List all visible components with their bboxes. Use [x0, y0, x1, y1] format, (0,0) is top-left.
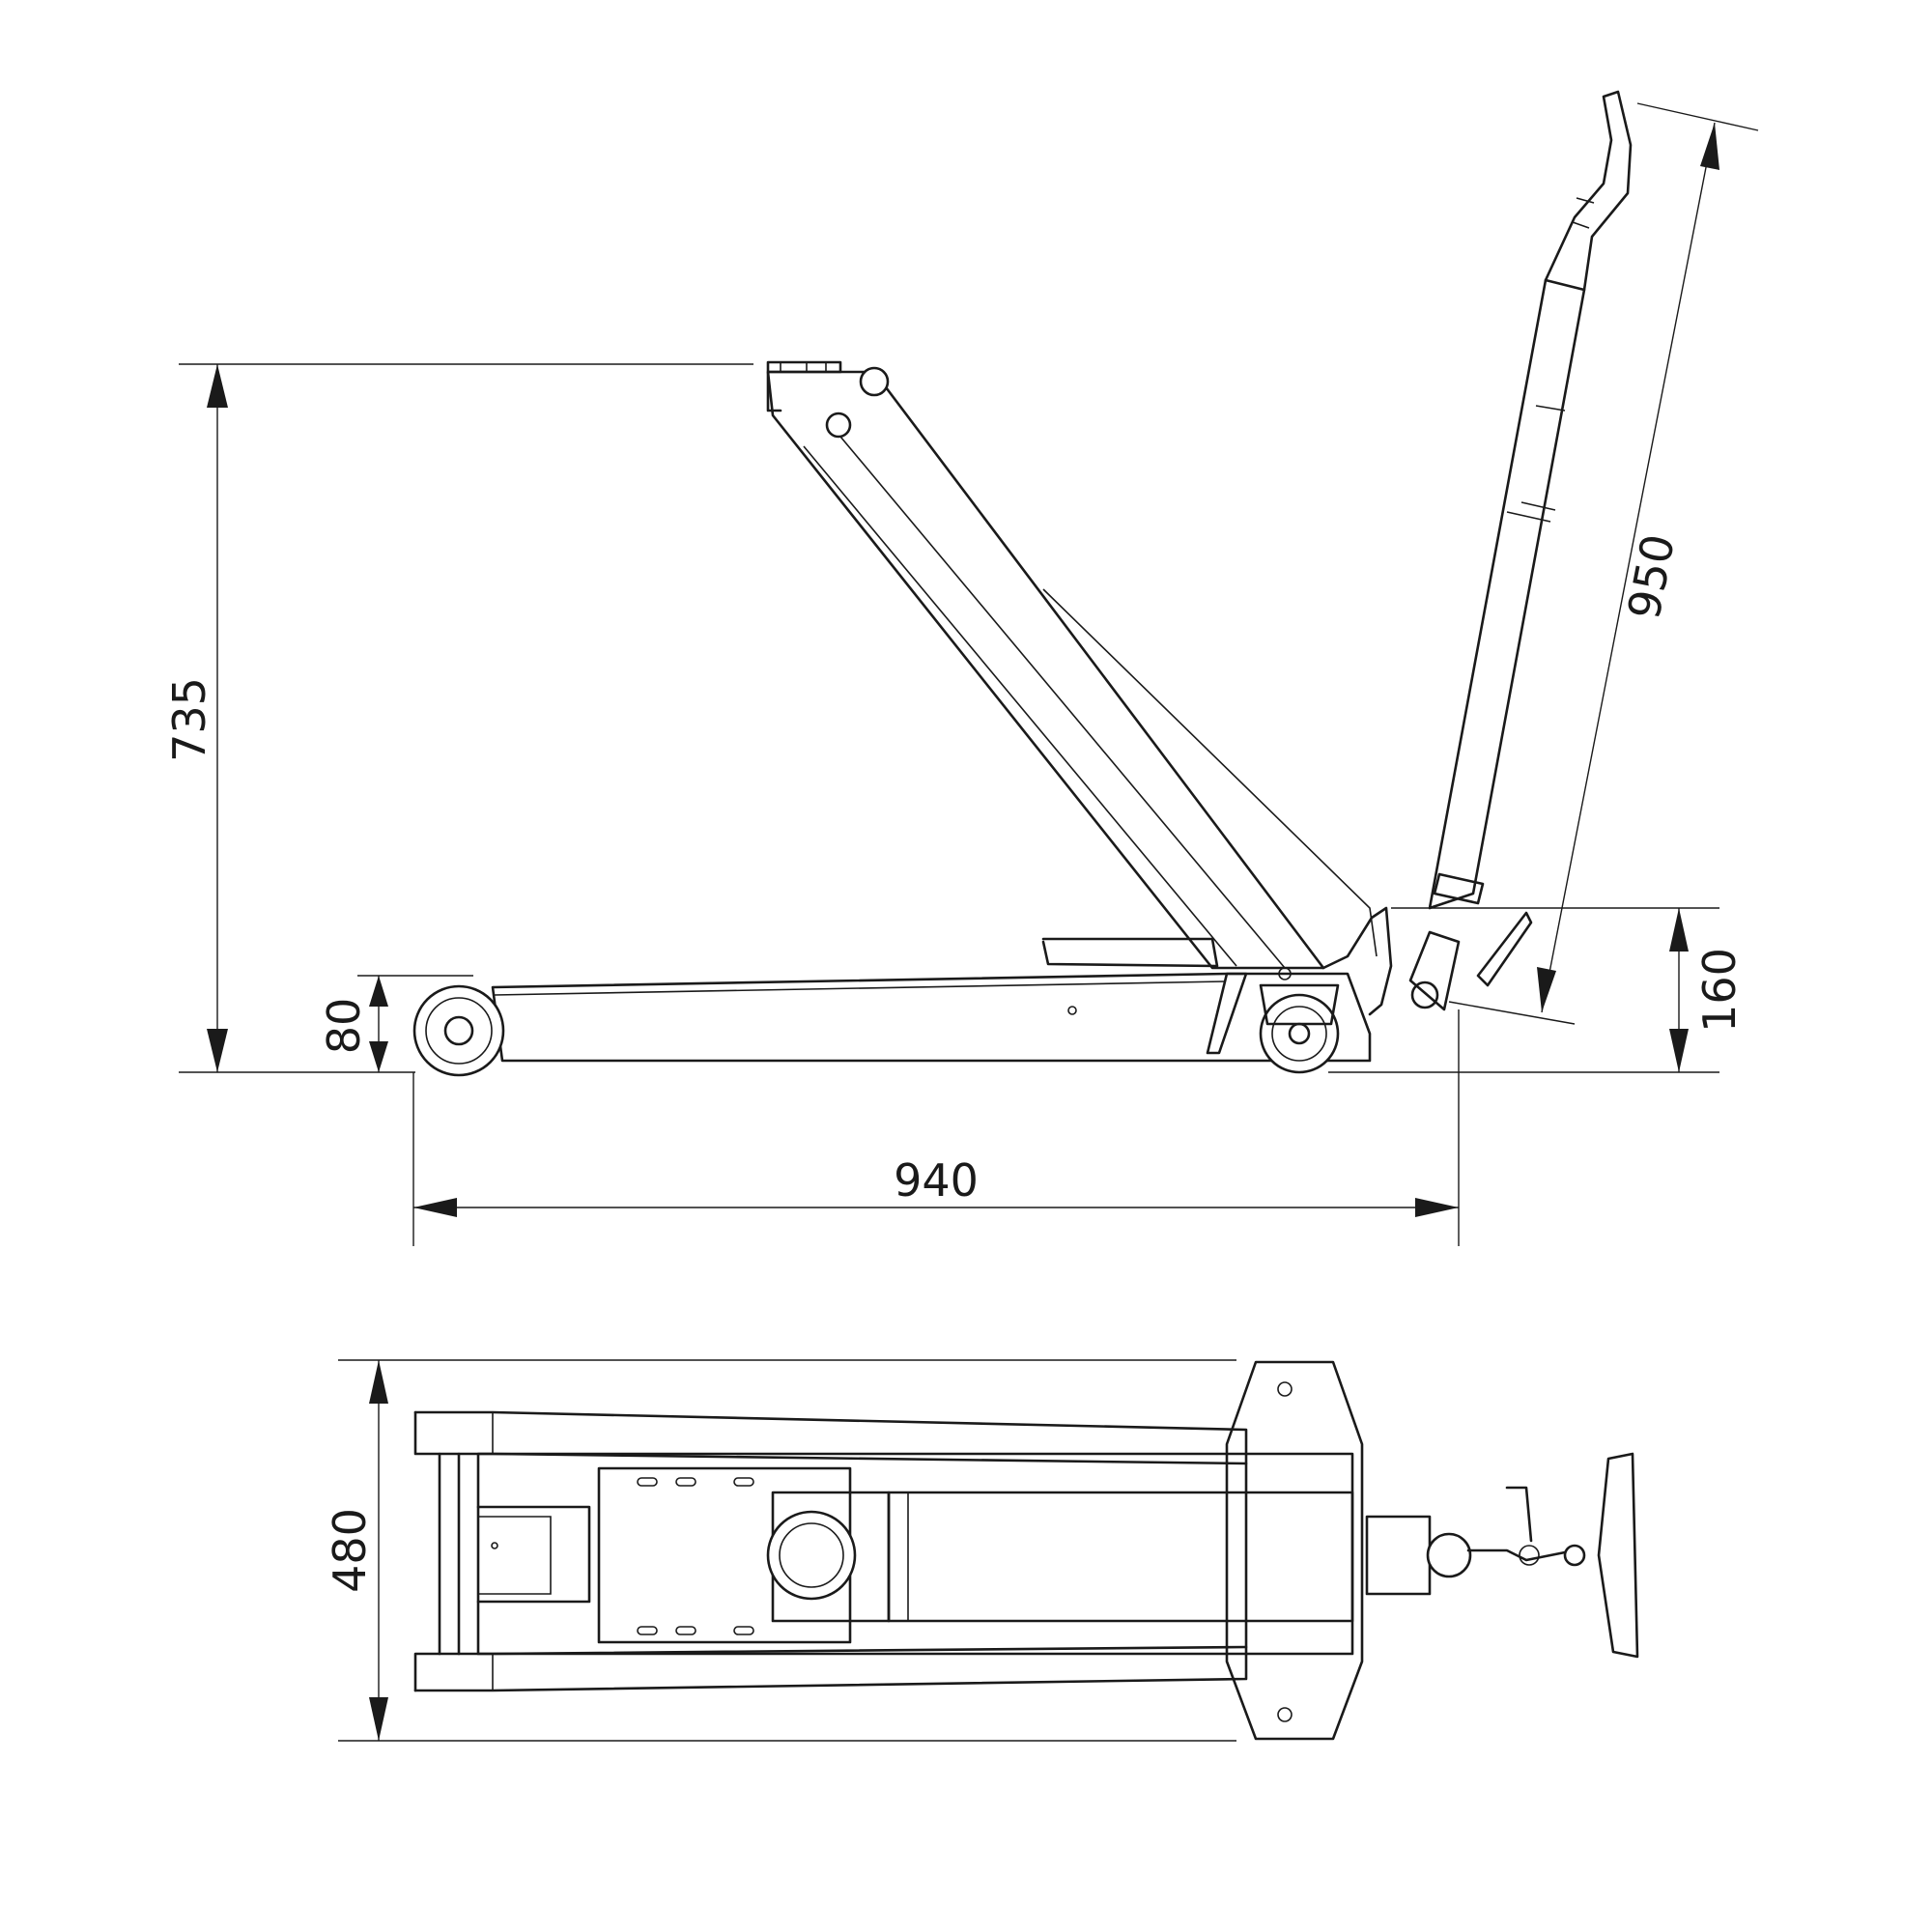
saddle-ring	[766, 1510, 857, 1601]
handle-collar	[1433, 872, 1485, 905]
dimension-label-480: 480	[324, 1508, 376, 1593]
inner-frame	[438, 1452, 1354, 1656]
rear-plate	[1225, 1360, 1364, 1741]
dimension-480: 480	[324, 1359, 1236, 1742]
handle-tube	[1428, 278, 1586, 910]
pump-block-top	[476, 1505, 591, 1604]
dimension-80: 80	[318, 975, 473, 1072]
dimension-735: 735	[163, 363, 753, 1073]
frame-outline	[413, 1410, 1248, 1692]
dimension-160: 160	[1328, 907, 1746, 1073]
pump-block	[1041, 937, 1219, 968]
handle-grip	[1544, 90, 1633, 292]
dimension-label-160: 160	[1693, 948, 1746, 1033]
caster-fork	[1259, 983, 1340, 1026]
lifting-arm	[766, 370, 1325, 970]
dimension-950: 950	[1448, 102, 1759, 1025]
arm-beam	[887, 1491, 1354, 1623]
rear-housing	[1321, 906, 1393, 1016]
arm-brace	[1042, 588, 1378, 957]
dimension-label-940: 940	[894, 1154, 979, 1207]
release-lever	[1476, 911, 1533, 987]
slotted-plate	[597, 1466, 852, 1644]
dimension-label-735: 735	[163, 677, 215, 762]
handle-grip-top	[1597, 1452, 1639, 1659]
dimension-label-80: 80	[318, 998, 370, 1055]
dimension-label-950: 950	[1617, 530, 1685, 624]
front-plate	[1206, 972, 1248, 1055]
dimension-940: 940	[412, 1009, 1460, 1246]
side-lever	[1505, 1486, 1533, 1543]
handle-socket	[1365, 1515, 1432, 1596]
side-view	[412, 90, 1633, 1077]
arm-pivot-lower	[825, 412, 852, 439]
arm-pivot-top	[859, 366, 890, 397]
top-view	[413, 1360, 1639, 1741]
lift-saddle	[766, 360, 842, 412]
